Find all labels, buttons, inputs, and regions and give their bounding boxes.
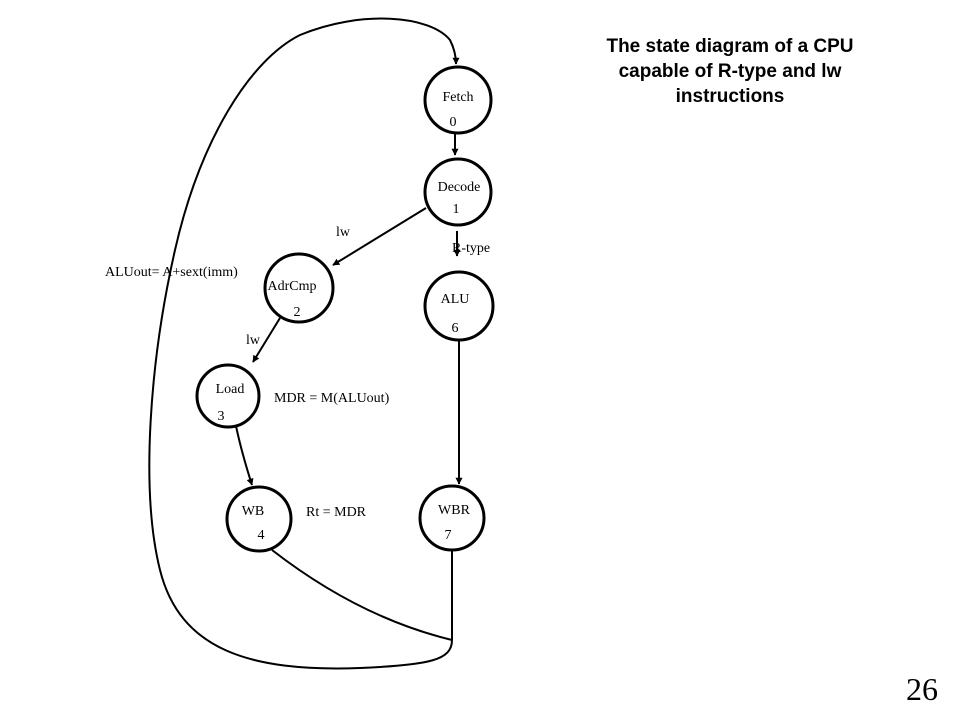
note-wb-action: Rt = MDR bbox=[306, 505, 367, 520]
edge-decode-to-adrcmp bbox=[332, 207, 427, 266]
state-load-name: Load bbox=[216, 382, 245, 397]
state-adrcmp-number: 2 bbox=[294, 305, 301, 320]
edge-return-to-fetch bbox=[148, 17, 460, 670]
state-decode-number: 1 bbox=[453, 202, 460, 217]
state-adrcmp-name: AdrCmp bbox=[268, 279, 317, 294]
state-wb-name: WB bbox=[242, 504, 265, 519]
state-wbr-circle bbox=[418, 484, 486, 552]
state-fetch-number: 0 bbox=[450, 115, 457, 130]
edge-label-lw-to-load: lw bbox=[246, 333, 261, 348]
state-fetch-name: Fetch bbox=[442, 90, 473, 105]
state-fetch-circle bbox=[423, 65, 493, 135]
edge-label-r-type: R-type bbox=[452, 241, 490, 256]
state-wbr-number: 7 bbox=[445, 528, 452, 543]
state-load-number: 3 bbox=[218, 409, 225, 424]
state-decode-circle bbox=[423, 157, 493, 227]
diagram-title-line-3: instructions bbox=[676, 86, 785, 107]
state-adrcmp-circle bbox=[263, 252, 335, 324]
note-adrcmp-action: ALUout= A+sext(imm) bbox=[105, 265, 238, 280]
note-load-action: MDR = M(ALUout) bbox=[274, 391, 390, 406]
edge-adrcmp-to-load bbox=[252, 317, 281, 363]
state-alu-circle bbox=[423, 270, 495, 342]
state-wb-number: 4 bbox=[258, 528, 265, 543]
state-decode-name: Decode bbox=[438, 180, 481, 195]
state-decode: Decode 1 bbox=[423, 157, 493, 227]
state-load-circle bbox=[195, 363, 261, 429]
state-alu-name: ALU bbox=[441, 292, 470, 307]
diagram-title-line-2: capable of R-type and lw bbox=[619, 61, 842, 82]
state-wbr: WBR 7 bbox=[418, 484, 486, 552]
state-wb: WB 4 bbox=[225, 485, 293, 553]
diagram-title-line-1: The state diagram of a CPU bbox=[606, 36, 853, 57]
state-wb-circle bbox=[225, 485, 293, 553]
edge-load-to-wb bbox=[235, 425, 254, 486]
state-alu-number: 6 bbox=[452, 321, 459, 336]
slide-number: 26 bbox=[906, 671, 938, 707]
state-alu: ALU 6 bbox=[423, 270, 495, 342]
state-fetch: Fetch 0 bbox=[423, 65, 493, 135]
state-adrcmp: AdrCmp 2 bbox=[263, 252, 335, 324]
edge-wb-to-join bbox=[271, 549, 453, 641]
edge-label-lw-to-adrcmp: lw bbox=[336, 225, 351, 240]
state-load: Load 3 bbox=[195, 363, 261, 429]
state-wbr-name: WBR bbox=[438, 503, 471, 518]
